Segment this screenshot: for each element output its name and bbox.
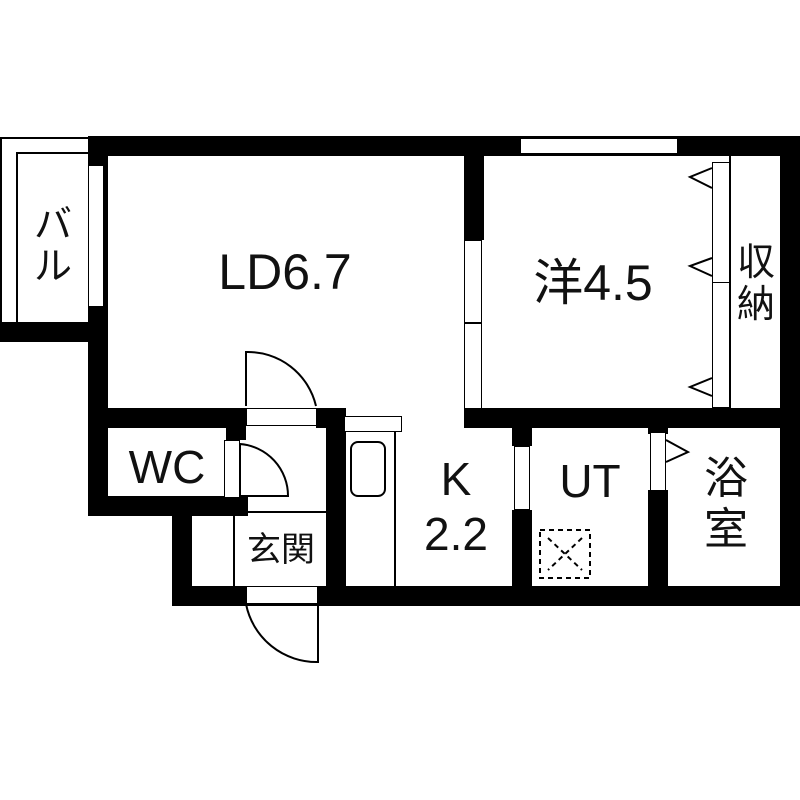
closet-door-upper [712,162,730,284]
kitchen-counter-top [344,416,402,432]
window-ld-balcony [88,165,104,307]
entrance-door-swing-icon [245,603,319,664]
ld-door-swing-icon [245,350,317,407]
wall-hall-kitchen [326,408,346,606]
closet-hinge-icons [687,167,713,397]
wall-kitchen-ut-bottom [512,510,532,596]
balcony-label-line1: バ [33,204,72,246]
wc-door-frame [224,440,240,498]
wall-right [780,136,800,606]
storage-label-line2: 納 [736,283,775,326]
balcony-label-line2: ル [33,245,72,288]
room-label-entrance: 玄関 [247,531,315,569]
wall-western-bottom [464,408,800,428]
bath-door [650,432,666,492]
entrance-step-line [240,511,328,513]
balcony-inner-left [16,152,18,324]
kitchen-counter-edge [394,432,396,588]
bath-door-hinge-icon [665,439,691,463]
balcony-outline-top [0,137,90,139]
wall-ut-bath-bottom [648,490,668,596]
balcony-label: バ ル [28,204,78,289]
wall-wc-right-upper [226,408,246,440]
storage-label-line1: 収 [736,242,775,284]
storage-label: 収 納 [732,242,780,327]
window-western-top [520,138,678,154]
kitchen-label-line2: 2.2 [424,508,488,561]
room-label-western: 洋4.5 [533,255,653,311]
balcony-outline-left [0,137,2,325]
kitchen-label-line1: K [440,453,472,505]
room-label-ld: LD6.7 [218,244,352,300]
sliding-door-split [464,322,482,324]
balcony-bottom [0,322,108,342]
closet-door-lower [712,282,730,408]
kitchen-sink [350,441,386,497]
closet-divider [729,156,731,410]
ld-door-frame [246,408,318,426]
room-label-wc: WC [128,441,206,493]
wall-kitchen-ut-top [512,426,532,446]
wall-entrance-left [172,496,192,606]
wall-wc-top [88,408,246,428]
ut-door [514,446,530,510]
bath-label-line2: 室 [704,504,748,554]
wall-wc-bottom [88,496,248,516]
bath-label-line1: 浴 [704,454,748,503]
wall-ut-bath-top [648,426,668,434]
room-label-kitchen: K 2.2 [406,452,506,562]
entrance-step-vertical [233,513,235,589]
wall-ld-western [464,136,484,240]
entrance-door-frame [246,586,318,604]
washer-placeholder-icon [539,529,591,579]
wc-door-swing-icon [239,442,290,497]
room-label-bath: 浴 室 [686,454,766,555]
room-label-ut: UT [559,455,621,507]
sliding-door-ld-western [464,240,482,416]
balcony-inner-top [16,152,90,154]
